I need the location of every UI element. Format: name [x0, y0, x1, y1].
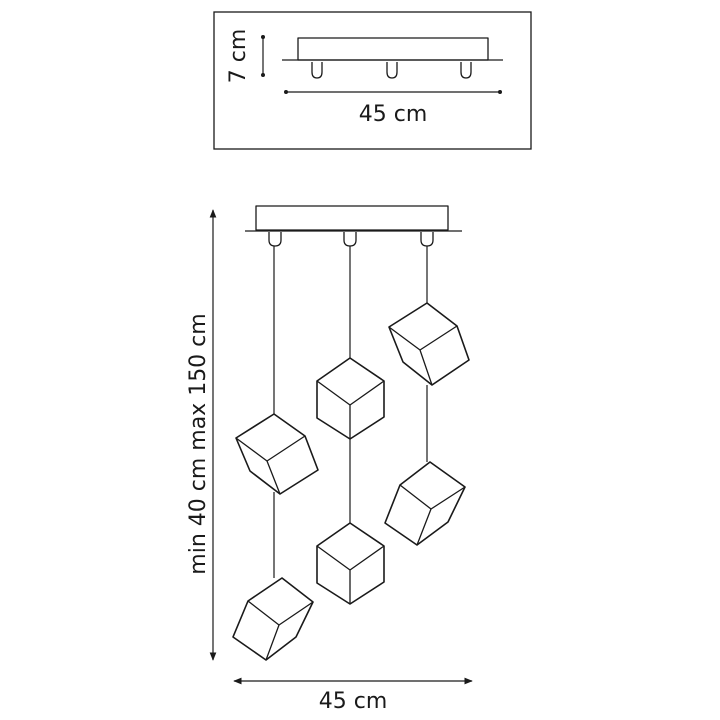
inset-socket-left	[311, 62, 323, 79]
socket-right	[420, 232, 434, 247]
cube-left-lower	[232, 577, 314, 661]
cube-middle-lower	[316, 522, 385, 605]
width-label: 45 cm	[319, 689, 388, 714]
cube-right-upper	[388, 302, 470, 386]
inset-socket-right	[460, 62, 472, 79]
inset-socket-middle	[386, 62, 398, 79]
socket-left	[268, 232, 282, 247]
inset-view: 7 cm 45 cm	[213, 11, 532, 150]
cube-middle-upper	[316, 357, 385, 440]
main-view: min 40 cm max 150 cm 45 cm	[186, 205, 473, 714]
inset-frame	[213, 11, 532, 150]
inset-width-label: 45 cm	[359, 102, 428, 127]
socket-middle	[343, 232, 357, 247]
height-label: min 40 cm max 150 cm	[186, 313, 211, 574]
canopy	[255, 205, 449, 231]
cube-right-lower	[384, 461, 466, 546]
cube-left-upper	[235, 413, 319, 495]
inset-height-label: 7 cm	[226, 29, 251, 84]
